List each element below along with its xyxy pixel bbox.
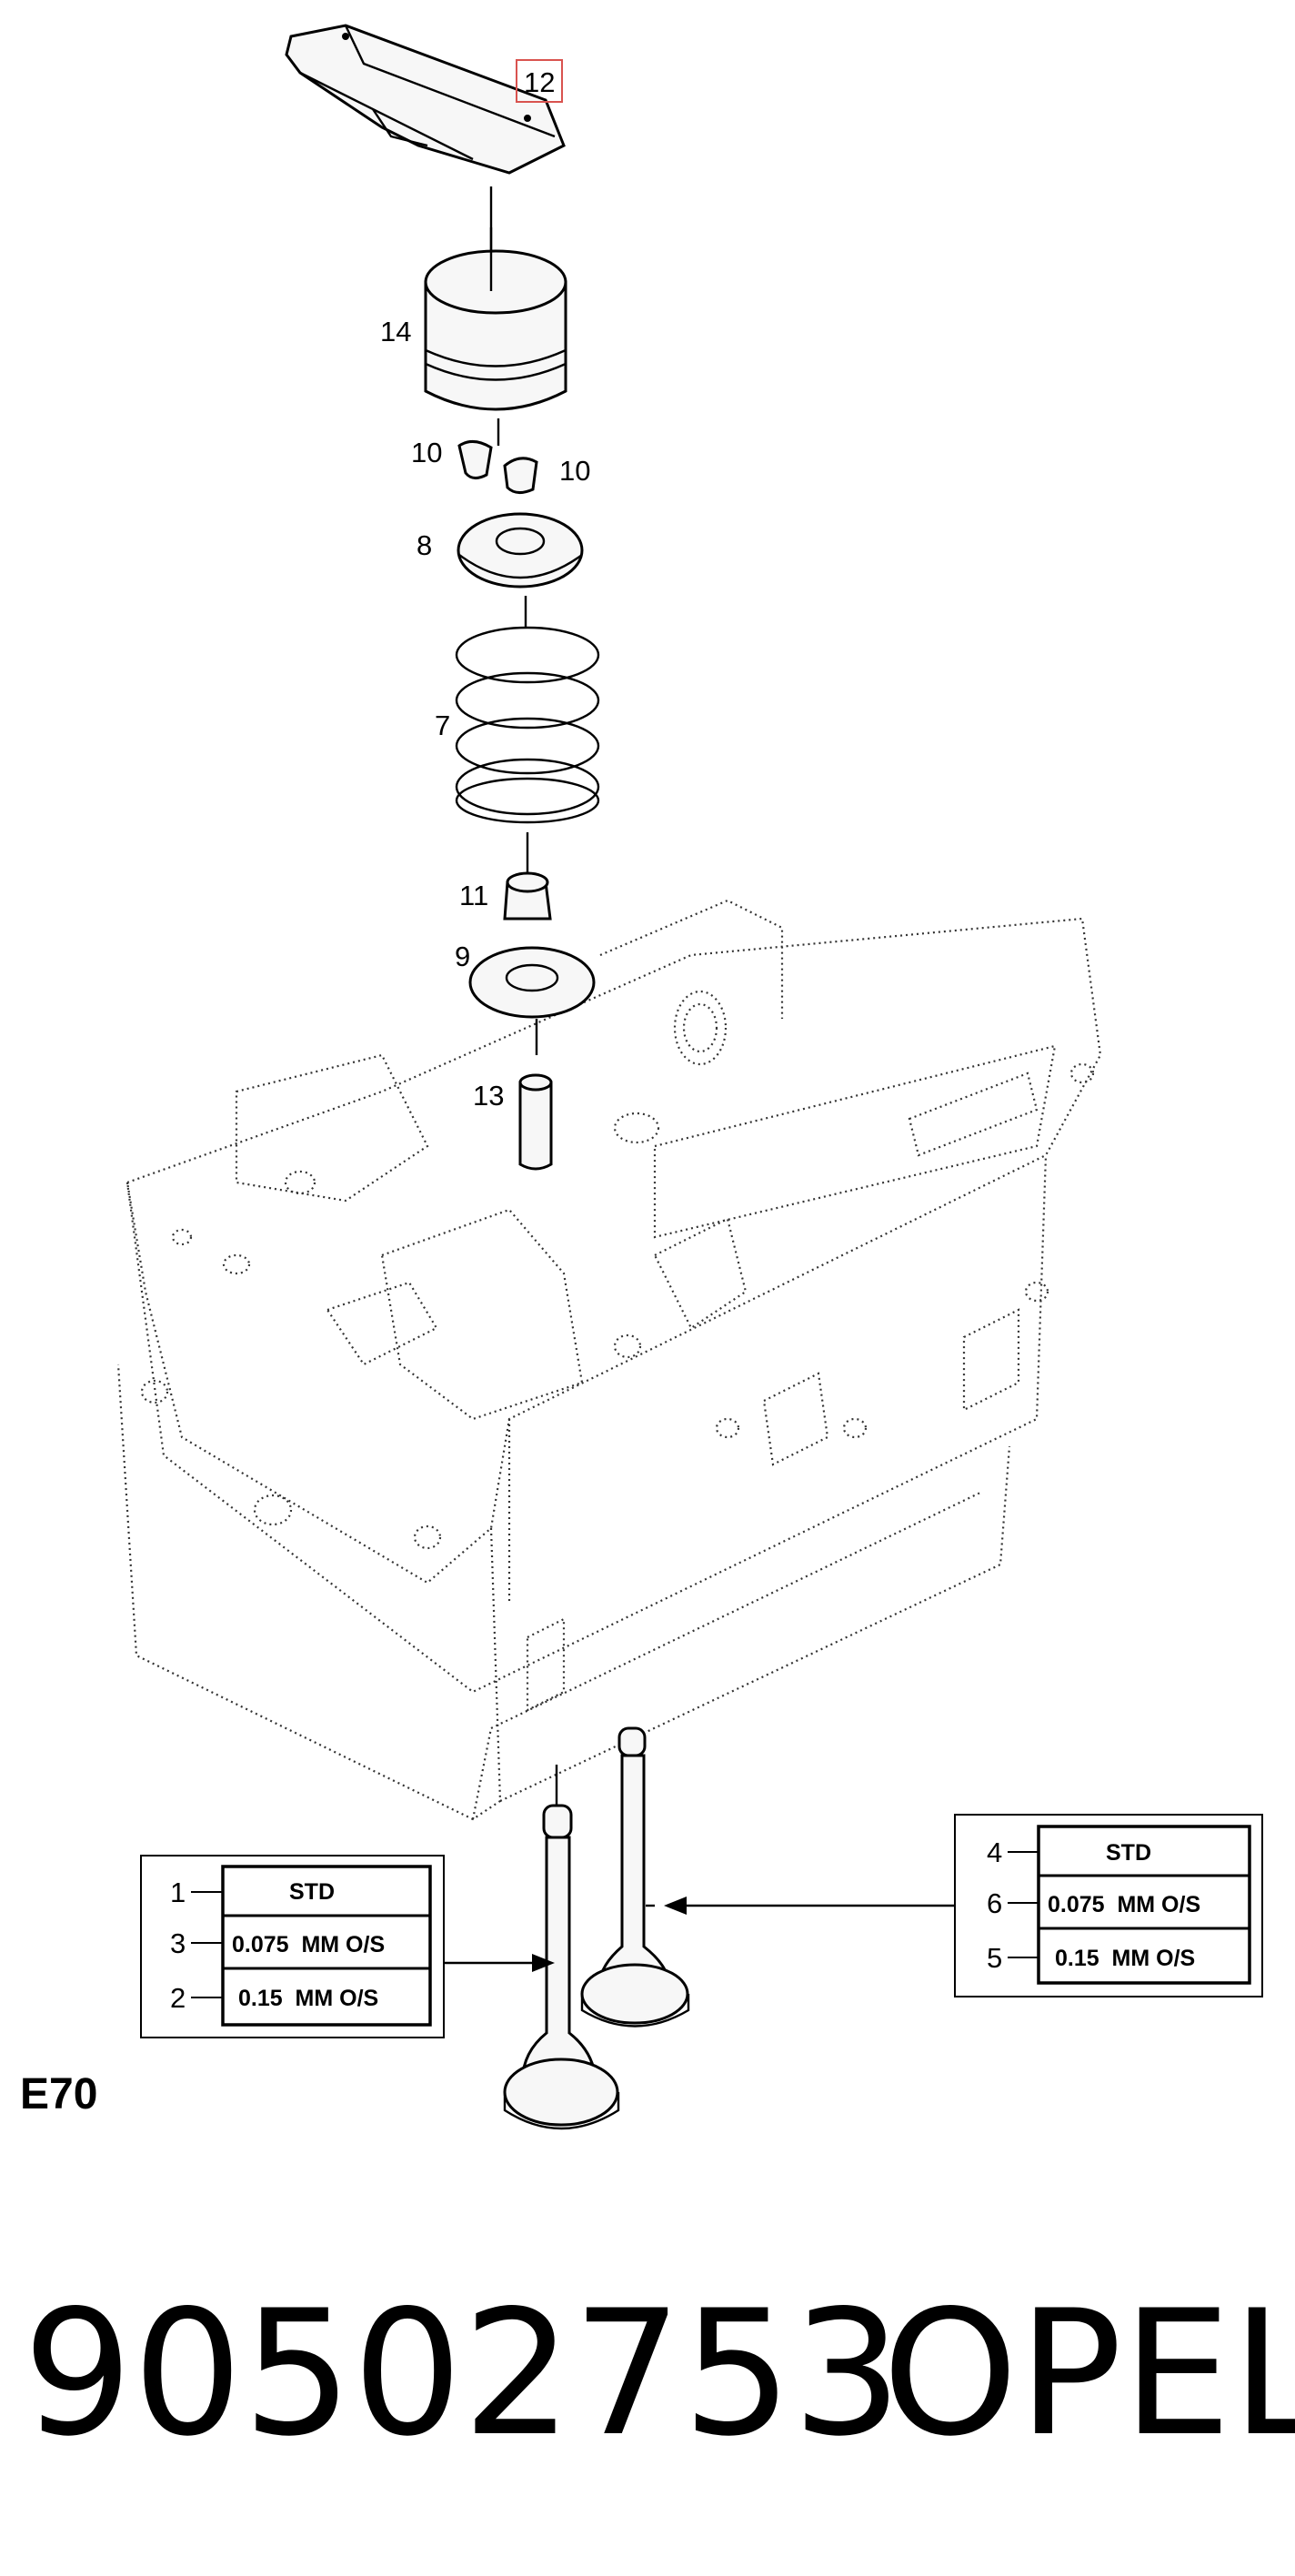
valve-left — [503, 1765, 620, 2130]
callout-11: 11 — [459, 880, 488, 911]
right-table-num-4: 4 — [987, 1836, 1002, 1868]
left-table-num-1: 1 — [170, 1877, 186, 1908]
right-table-num-6: 6 — [987, 1887, 1002, 1919]
callout-10-left: 10 — [411, 437, 442, 468]
callout-8: 8 — [417, 529, 432, 561]
spring-retainer-part-8 — [457, 512, 584, 589]
valve-collets-part-10 — [457, 418, 538, 494]
right-table-row-std: STD — [1106, 1840, 1151, 1866]
right-oversize-table: 4 6 5 STD 0.075 MM O/S 0.15 MM O/S — [954, 1814, 1263, 1997]
highlight-box-12 — [516, 59, 563, 103]
table-leader-lines — [444, 1897, 955, 1972]
left-table-row-015: 0.15 MM O/S — [238, 1986, 378, 2011]
cylinder-head-outline — [116, 899, 1102, 1821]
callout-12: 12 — [524, 66, 555, 98]
spring-seat-part-9 — [468, 946, 596, 1055]
left-table-num-2: 2 — [170, 1982, 186, 2014]
valve-guide-part-13 — [518, 1073, 553, 1171]
left-table-num-3: 3 — [170, 1927, 186, 1959]
callout-14: 14 — [380, 316, 411, 347]
callout-7: 7 — [435, 709, 450, 741]
figure-code: E70 — [20, 2070, 97, 2118]
valve-right — [580, 1726, 690, 2028]
callout-labels: 12 14 10 10 8 7 11 9 13 — [380, 59, 590, 1112]
part-number: 90502753 — [23, 2273, 902, 2474]
stem-seal-part-11 — [503, 871, 552, 921]
rocker-arm-part-12 — [285, 24, 566, 282]
callout-9: 9 — [455, 941, 470, 972]
callout-10-right: 10 — [559, 455, 590, 487]
right-table-row-0075: 0.075 MM O/S — [1048, 1892, 1200, 1917]
tappet-part-14 — [424, 227, 567, 411]
left-oversize-table: 1 3 2 STD 0.075 MM O/S 0.15 MM O/S — [140, 1855, 445, 2038]
brand-name: OPEL — [882, 2273, 1295, 2474]
right-table-row-015: 0.15 MM O/S — [1055, 1946, 1195, 1971]
left-table-row-0075: 0.075 MM O/S — [232, 1932, 385, 1957]
callout-13: 13 — [473, 1080, 504, 1112]
right-table-num-5: 5 — [987, 1942, 1002, 1974]
valve-spring-part-7 — [455, 596, 600, 873]
left-table-row-std: STD — [289, 1879, 335, 1905]
